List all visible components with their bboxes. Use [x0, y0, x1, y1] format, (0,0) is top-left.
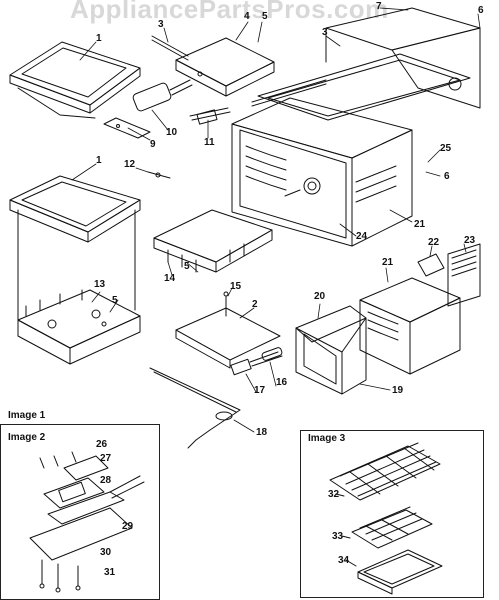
callout-23: 23: [464, 235, 476, 246]
callout-11: 11: [204, 137, 215, 148]
callout-25: 25: [440, 143, 452, 154]
callout-28: 28: [100, 475, 112, 486]
callout-21-upper: 21: [414, 219, 426, 230]
callout-17: 17: [254, 385, 266, 396]
outer-cabinet-upper: [251, 7, 481, 121]
callout-22: 22: [428, 237, 440, 248]
callout-20: 20: [314, 291, 326, 302]
oven-cavity-lower: [359, 243, 481, 375]
callout-32: 32: [328, 489, 340, 500]
pin-12: [147, 171, 171, 179]
callout-29: 29: [122, 521, 134, 532]
image2-inset-box: [0, 424, 160, 600]
callout-4: 4: [244, 11, 250, 22]
callout-33: 33: [332, 531, 344, 542]
callout-6-top: 6: [478, 5, 484, 16]
callout-19: 19: [392, 385, 404, 396]
image2-label: Image 2: [8, 432, 46, 443]
cooktop-frame-lower: [9, 175, 141, 331]
callout-26: 26: [96, 439, 108, 450]
callout-2: 2: [252, 299, 258, 310]
watermark: AppliancePartsPros.com: [70, 0, 389, 24]
callout-16: 16: [276, 377, 288, 388]
callout-34: 34: [338, 555, 350, 566]
callout-1-lower: 1: [96, 155, 102, 166]
callout-6-side: 6: [444, 171, 450, 182]
callout-5-top: 5: [262, 11, 268, 22]
igniter-group: [103, 79, 231, 139]
image2-drawing: [29, 451, 145, 593]
image1-label: Image 1: [8, 410, 46, 421]
callout-15: 15: [230, 281, 242, 292]
callout-24: 24: [356, 231, 368, 242]
callout-7: 7: [376, 1, 382, 12]
oven-cavity-main: [231, 97, 413, 247]
callout-30: 30: [100, 547, 112, 558]
callout-3-rod: 3: [158, 19, 164, 30]
image3-inset-box: [300, 430, 484, 598]
top-cover-assembly: [151, 35, 275, 97]
callout-31: 31: [104, 567, 116, 578]
callout-9: 9: [150, 139, 156, 150]
callout-18: 18: [256, 427, 268, 438]
callout-13: 13: [94, 279, 106, 290]
broil-plate: [175, 291, 281, 369]
callout-5-tray: 5: [184, 261, 190, 272]
burner-tray: [153, 209, 273, 273]
callout-21-lower: 21: [382, 257, 394, 268]
bake-igniter-group: [149, 347, 283, 449]
leader-lines: [71, 7, 481, 433]
image3-label: Image 3: [308, 433, 346, 444]
base-pan: [17, 289, 141, 365]
image3-drawing: [329, 442, 443, 595]
callout-12: 12: [124, 159, 136, 170]
door-frame-lower: [295, 305, 367, 395]
callout-3-cabinet: 3: [322, 27, 328, 38]
callout-10: 10: [166, 127, 178, 138]
callout-5-base: 5: [112, 295, 118, 306]
callout-14: 14: [164, 273, 176, 284]
callout-27: 27: [100, 453, 112, 464]
cooktop-frame-upper: [9, 41, 141, 119]
callout-1-upper: 1: [96, 33, 102, 44]
